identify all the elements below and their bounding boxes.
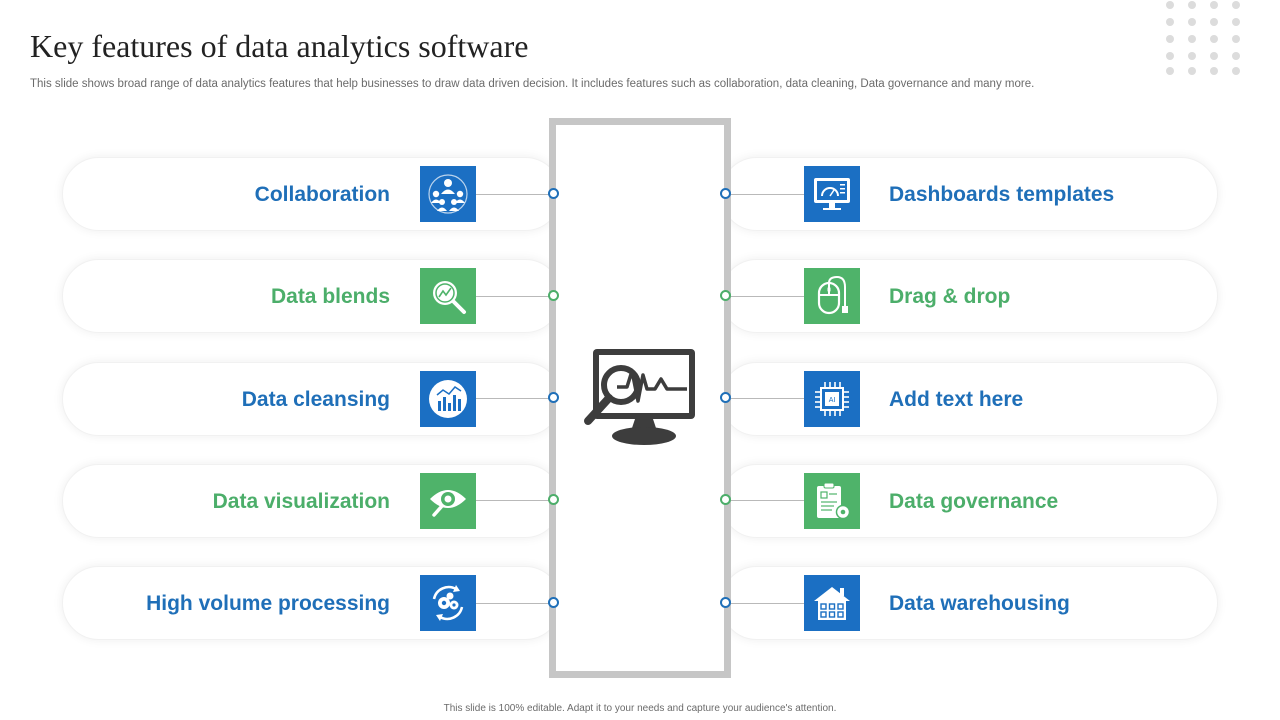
connector-node (720, 392, 731, 403)
feature-icon-box-add-text-here: AI (804, 371, 860, 427)
clipboard-gear-icon (817, 482, 851, 520)
feature-icon-box-data-warehousing (804, 575, 860, 631)
feature-icon-box-data-governance (804, 473, 860, 529)
connector-node (720, 597, 731, 608)
slide-footer: This slide is 100% editable. Adapt it to… (443, 703, 837, 714)
feature-pill-right-3 (720, 362, 1218, 436)
feature-icon-box-collaboration (420, 166, 476, 222)
connector-line (476, 603, 554, 604)
dashboard-monitor-icon (814, 178, 850, 210)
connector-line (731, 296, 804, 297)
feature-label-collaboration: Collaboration (254, 183, 390, 206)
connector-line (731, 603, 804, 604)
feature-icon-box-drag-and-drop (804, 268, 860, 324)
connector-node (548, 494, 559, 505)
feature-icon-box-data-visualization (420, 473, 476, 529)
bar-chart-circle-icon (429, 380, 467, 418)
decorative-dot-grid (1162, 0, 1242, 80)
connector-node (720, 494, 731, 505)
ai-chip-icon: AI (815, 382, 849, 416)
chip-text: AI (829, 397, 836, 404)
magnifier-chart-icon (433, 281, 466, 314)
connector-node (720, 290, 731, 301)
feature-label-add-text-here: Add text here (889, 388, 1024, 411)
feature-icon-box-dashboards-templates (804, 166, 860, 222)
connector-node (548, 290, 559, 301)
feature-label-high-volume-processing: High volume processing (146, 592, 390, 615)
connector-line (476, 500, 554, 501)
feature-label-data-blends: Data blends (270, 285, 390, 308)
feature-label-data-governance: Data governance (889, 490, 1059, 513)
connector-node (548, 597, 559, 608)
slide-subtitle: This slide shows broad range of data ana… (30, 78, 1035, 90)
monitor-analytics-icon (584, 349, 695, 445)
feature-label-data-warehousing: Data warehousing (889, 592, 1070, 615)
feature-label-dashboards-templates: Dashboards templates (889, 183, 1115, 206)
feature-label-data-visualization: Data visualization (212, 490, 390, 513)
connector-line (476, 398, 554, 399)
eye-magnifier-icon (430, 490, 466, 517)
feature-label-data-cleansing: Data cleansing (241, 388, 390, 411)
connector-node (548, 188, 559, 199)
connector-line (476, 296, 554, 297)
connector-node (548, 392, 559, 403)
feature-icon-box-high-volume-processing (420, 575, 476, 631)
feature-icon-box-data-cleansing (420, 371, 476, 427)
feature-pill-left-4 (62, 464, 562, 538)
gears-cycle-icon (432, 585, 464, 621)
warehouse-building-icon (814, 587, 850, 620)
feature-label-drag-and-drop: Drag & drop (889, 285, 1011, 308)
connector-line (731, 194, 804, 195)
connector-node (720, 188, 731, 199)
feature-icon-box-data-blends (420, 268, 476, 324)
feature-pill-left-3 (62, 362, 562, 436)
connector-line (731, 398, 804, 399)
connector-line (476, 194, 554, 195)
mouse-icon (817, 275, 848, 315)
connector-line (731, 500, 804, 501)
slide-title: Key features of data analytics software (30, 28, 529, 64)
team-collaboration-icon (428, 174, 468, 214)
feature-pill-right-1 (720, 157, 1218, 231)
